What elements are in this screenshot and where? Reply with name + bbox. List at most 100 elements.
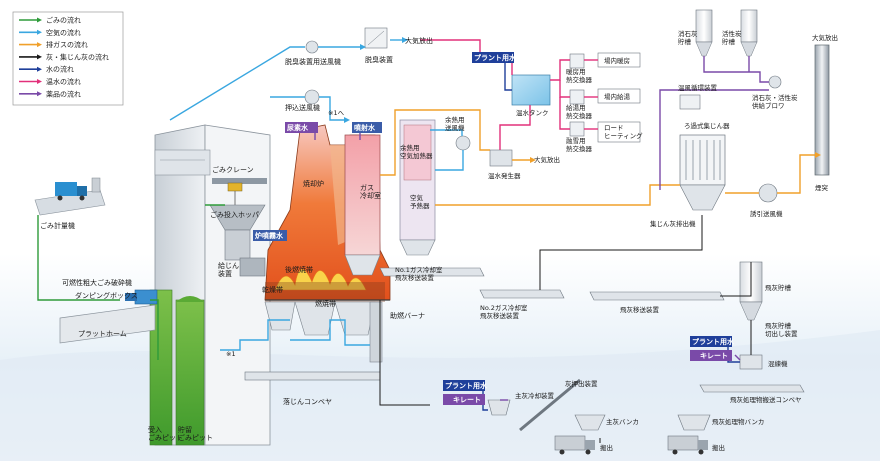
fans	[304, 40, 782, 203]
waste-scale	[34, 177, 106, 216]
truck-2	[667, 435, 708, 455]
label-bag-filter: ろ過式集じん器	[684, 121, 730, 130]
label-dumping-box: ダンピングボックス	[75, 291, 138, 300]
kneader-unit	[739, 354, 763, 370]
gas-cooler	[344, 134, 381, 276]
heat-air-fan-icon	[455, 135, 471, 151]
label-treated-bunker: 飛灰処理物バンカ	[712, 417, 764, 426]
exchanger-2	[569, 89, 585, 105]
bag-filter	[679, 94, 726, 211]
plant-water-tag-3	[443, 380, 485, 391]
label-out1: 搬出	[712, 443, 725, 452]
crane-icon	[227, 182, 243, 192]
truck-out-icon-2	[667, 435, 699, 451]
label-push-fan: 押込送風機	[285, 103, 320, 112]
exchanger-1	[569, 53, 585, 69]
hot-supply-box	[597, 88, 641, 104]
main-ash-area	[487, 378, 606, 432]
label-fly-ash-cutout: 飛灰貯槽切出し装置	[765, 321, 798, 338]
label-road-heating: ロードヒーティング	[604, 124, 643, 140]
chelate-tag-2	[443, 394, 485, 405]
label-chelate2: キレート	[453, 396, 481, 404]
chem-blower-icon	[768, 75, 782, 89]
legend-arrow-icon-4	[37, 66, 42, 72]
label-gas-cooler: ガス冷却室	[360, 183, 381, 200]
label-lime-silo: 消石灰貯槽	[678, 29, 698, 46]
label-water-heater: 温水発生器	[488, 171, 521, 180]
water-heater-unit	[489, 149, 513, 167]
label-chelate: キレート	[700, 352, 728, 360]
truck-out-icon	[554, 435, 586, 451]
legend-box	[12, 11, 124, 106]
legend-label-5: 温水の流れ	[46, 77, 81, 86]
label-plant-water2: プラント用水	[692, 337, 735, 346]
chem-silos	[695, 9, 758, 57]
label-furnace-spray: 炉噴霧水	[255, 231, 284, 240]
label-carbon-silo: 活性炭貯槽	[722, 29, 742, 46]
label-warm-fan: 温風循環装置	[678, 83, 718, 92]
legend-arrow-icon-1	[37, 29, 42, 35]
plant-water-tag	[472, 52, 514, 63]
legend-arrow-icon-3	[37, 54, 42, 60]
legend-label-1: 空気の流れ	[46, 28, 81, 37]
label-note1: ※1へ	[328, 109, 345, 117]
truck-1	[554, 435, 595, 455]
exchanger-3	[569, 121, 585, 137]
flame-icon	[274, 268, 367, 291]
label-air-preheater: 空気予熱器	[410, 193, 430, 210]
crane-rail	[212, 178, 267, 184]
label-post-combustion: 後燃焼帯	[285, 265, 313, 274]
label-treated-conveyor: 飛灰処理物搬送コンベヤ	[730, 395, 802, 404]
label-ash-conveyor: 落じんコンベヤ	[283, 397, 332, 406]
tag-boxes	[253, 52, 732, 405]
label-plant-water: プラント用水	[474, 53, 517, 62]
furnace-spray-tag	[253, 230, 287, 241]
label-aux-burner: 助燃バーナ	[390, 311, 425, 320]
label-main-ash-bunker: 主灰バンカ	[606, 417, 639, 426]
plant-water-tag-2	[690, 336, 732, 347]
label-crane: ごみクレーン	[212, 165, 254, 174]
label-heat-air-fan: 余熱用送風機	[445, 115, 465, 132]
urea-tag	[285, 122, 318, 133]
legend-arrow-icon-6	[37, 91, 42, 97]
hot-water-tank	[511, 74, 551, 106]
legend-label-6: 薬品の流れ	[46, 89, 81, 98]
label-note1b: ※1	[226, 350, 236, 358]
label-waste-scale: ごみ計量機	[40, 221, 75, 230]
no2-ash-conveyor	[479, 289, 565, 299]
label-release3: 大気放出	[812, 33, 838, 42]
fly-ash-silo	[677, 261, 763, 431]
label-urea: 尿素水	[287, 123, 309, 132]
stack	[814, 44, 830, 176]
feeder	[239, 257, 266, 277]
legend-arrow-icon-0	[37, 17, 42, 23]
label-fly-ash-silo: 飛灰貯槽	[765, 283, 792, 292]
label-pusher: 給じん装置	[218, 261, 239, 278]
label-deodor-fan: 脱臭装置用送風機	[285, 57, 341, 66]
label-air-heater: 余熱用空気加熱器	[400, 143, 433, 160]
legend-label-3: 灰・集じん灰の流れ	[46, 52, 109, 61]
chelate-tag	[690, 350, 732, 361]
legend-label-2: 排ガスの流れ	[46, 40, 88, 49]
treated-conveyor	[699, 384, 805, 393]
label-dust-discharge: 集じん灰排出機	[650, 219, 696, 228]
label-combustion-zone: 燃焼帯	[315, 299, 336, 308]
label-spray: 噴射水	[354, 123, 376, 132]
label-kneader: 混練機	[768, 359, 788, 368]
flow-lines	[37, 39, 815, 443]
label-out2: 搬出	[600, 443, 613, 452]
no1-ash-conveyor	[379, 267, 485, 277]
ash-conveyor	[244, 371, 381, 381]
label-deodor: 脱臭装置	[365, 55, 393, 64]
label-ex3: 融雪用熱交換器	[566, 136, 593, 153]
legend-label-4: 水の流れ	[46, 65, 74, 74]
air-preheater	[399, 119, 436, 256]
legend-arrow-icon-5	[37, 79, 42, 84]
road-heating-box	[597, 121, 641, 143]
label-platform: プラットホーム	[78, 330, 127, 338]
label-chem-blower: 消石灰・活性炭供給ブロワ	[752, 93, 798, 110]
fly-ash-conveyor	[589, 291, 725, 301]
